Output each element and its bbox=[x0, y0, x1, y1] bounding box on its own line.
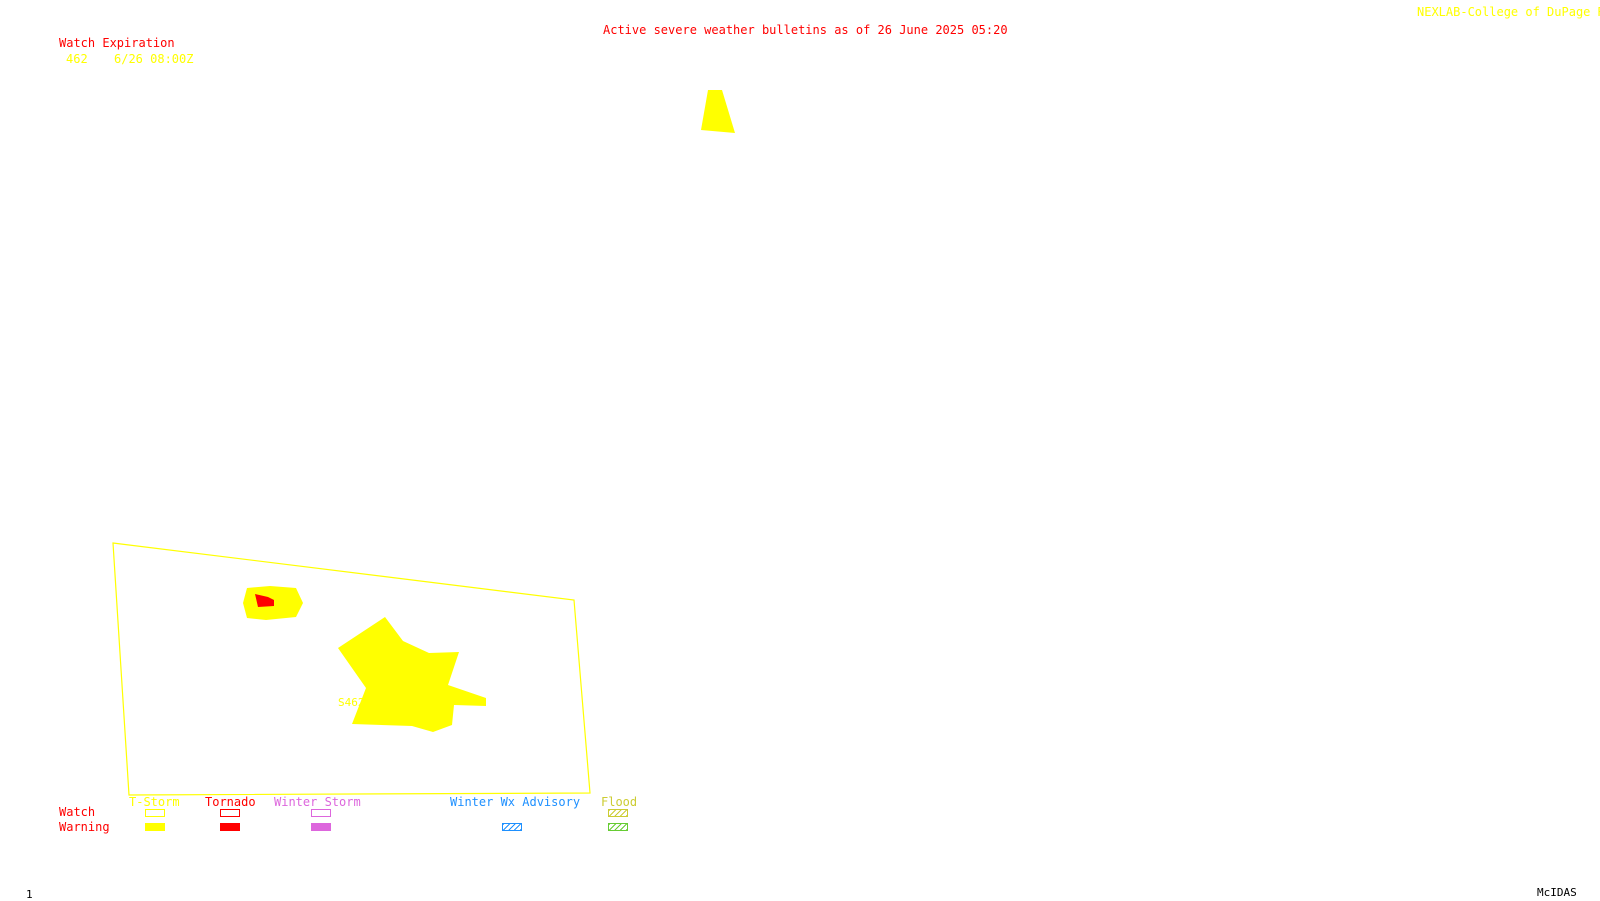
watch-table-heading: Watch Expiration bbox=[59, 36, 175, 50]
source-credit: NEXLAB-College of DuPage R bbox=[1417, 5, 1600, 19]
legend-swatch-tstorm-watch bbox=[145, 809, 165, 817]
legend-swatch-tstorm-warning bbox=[145, 823, 165, 831]
legend-swatch-tornado-warning bbox=[220, 823, 240, 831]
watch-number: 462 bbox=[66, 52, 88, 66]
legend-label-flood: Flood bbox=[601, 795, 638, 809]
legend-swatch-flood-warning bbox=[608, 823, 628, 831]
legend-label-tstorm: T-Storm bbox=[129, 795, 180, 809]
frame-number: 1 bbox=[26, 888, 33, 901]
page-title: Active severe weather bulletins as of 26… bbox=[603, 23, 1008, 37]
legend-swatch-tornado-watch bbox=[220, 809, 240, 817]
legend-row-warning: Warning bbox=[59, 820, 110, 834]
legend-label-tornado: Tornado bbox=[205, 795, 256, 809]
watch-expiration-time: 6/26 08:00Z bbox=[114, 52, 194, 66]
software-label: McIDAS bbox=[1537, 886, 1577, 899]
legend-swatch-winter-wx-advisory bbox=[502, 823, 522, 831]
tstorm-warning-polygon-north bbox=[701, 90, 735, 133]
watch-box-label: S462 bbox=[338, 696, 365, 709]
legend-swatch-winter-storm-watch bbox=[311, 809, 331, 817]
watch-box-462 bbox=[112, 542, 591, 796]
legend-label-winter-wx-advisory: Winter Wx Advisory bbox=[450, 795, 581, 809]
legend-swatch-winter-storm-warning bbox=[311, 823, 331, 831]
legend-swatch-flood-watch bbox=[608, 809, 628, 817]
legend-row-watch: Watch bbox=[59, 805, 96, 819]
tstorm-warning-polygon-cluster bbox=[338, 617, 486, 732]
tornado-warning-polygon bbox=[255, 594, 274, 607]
legend-label-winter-storm: Winter Storm bbox=[274, 795, 361, 809]
